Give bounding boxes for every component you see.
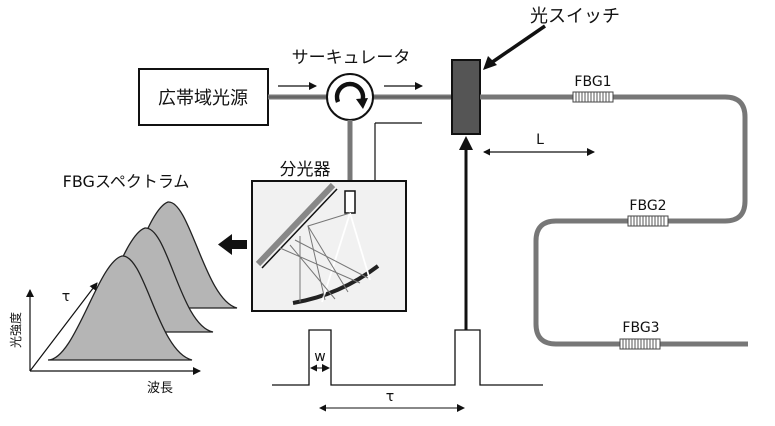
wavelength-axis-label: 波長 xyxy=(147,381,173,396)
fbg2: FBG2 xyxy=(627,198,669,227)
circulator: サーキュレータ xyxy=(292,48,411,121)
optical-switch: 光スイッチ xyxy=(451,6,620,135)
spectrum-title: FBGスペクトラム xyxy=(63,172,190,191)
fbg2-label: FBG2 xyxy=(629,198,666,214)
fbg3: FBG3 xyxy=(619,320,661,350)
distance-L: L xyxy=(483,132,595,156)
spectrum-plot: τ 光強度 波長 xyxy=(8,201,238,396)
delay-label: τ xyxy=(386,389,394,405)
fbg1-label: FBG1 xyxy=(574,74,611,90)
distance-label: L xyxy=(536,132,544,148)
fbg3-label: FBG3 xyxy=(622,320,659,336)
sensing-fiber xyxy=(480,94,748,347)
switch-pointer xyxy=(490,24,546,65)
pulse-width-label: w xyxy=(314,349,325,365)
intensity-axis-label: 光強度 xyxy=(8,312,23,348)
fbg1: FBG1 xyxy=(572,74,614,103)
tau-axis xyxy=(29,282,98,372)
switch-label: 光スイッチ xyxy=(530,6,620,27)
circulator-rotation-icon xyxy=(334,81,366,103)
circulator-label: サーキュレータ xyxy=(292,48,411,68)
pulse-train: w τ xyxy=(272,329,543,412)
spectrometer-label: 分光器 xyxy=(280,160,331,180)
spectrometer: 分光器 xyxy=(251,160,407,312)
broadband-source: 広帯域光源 xyxy=(138,68,269,126)
source-label: 広帯域光源 xyxy=(158,88,248,109)
tau-axis-label: τ xyxy=(62,289,70,305)
output-arrow xyxy=(218,234,247,255)
